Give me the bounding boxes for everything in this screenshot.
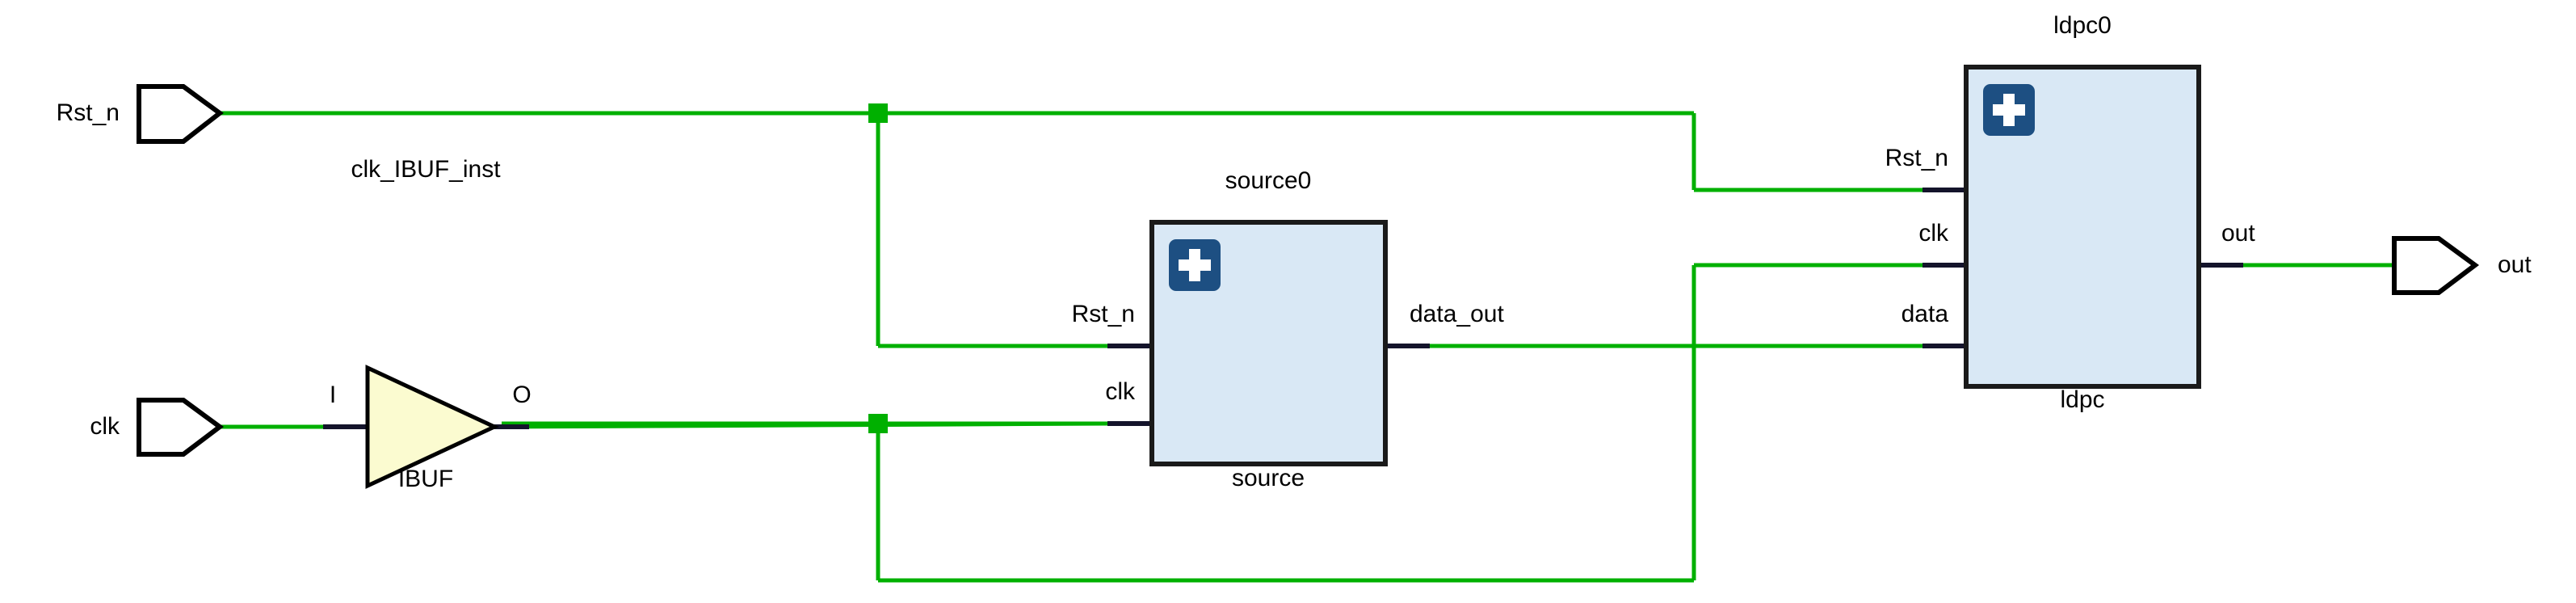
junction-clk: [868, 414, 888, 433]
net-rst-n-wires[interactable]: [220, 111, 1966, 348]
ibuf-input-pin-label: I: [329, 382, 337, 408]
clk-input-port-shape[interactable]: [137, 398, 225, 457]
clk-input-port-label: clk: [90, 413, 120, 440]
ldpc0-out-pin-label: out: [2221, 220, 2255, 247]
ldpc0-type-label: ldpc: [2060, 386, 2105, 413]
ibuf-output-pin-label: O: [512, 382, 532, 408]
ibuf-type-label: IBUF: [397, 466, 454, 492]
ibuf-triangle-shape[interactable]: [365, 365, 499, 489]
ldpc0-plus-badge-icon: [1983, 84, 2035, 136]
ldpc0-clk-pin-label: clk: [1918, 220, 1948, 247]
ldpc0-data-pin-label: data: [1901, 301, 1948, 327]
out-output-port-label: out: [2498, 251, 2532, 278]
ldpc0-block[interactable]: [1923, 65, 2243, 389]
rst-n-input-port-shape[interactable]: [137, 84, 224, 144]
ldpc0-instance-label: ldpc0: [2053, 12, 2112, 39]
source0-instance-label: source0: [1225, 167, 1312, 194]
source0-clk-pin-label: clk: [1105, 378, 1135, 405]
ibuf-instance-label: clk_IBUF_inst: [351, 156, 501, 183]
source0-rst-n-pin-label: Rst_n: [1071, 301, 1135, 327]
junction-rst-n: [868, 103, 888, 123]
source0-plus-badge-icon: [1169, 239, 1221, 291]
source0-block[interactable]: [1107, 220, 1430, 466]
source0-data-out-pin-label: data_out: [1410, 301, 1504, 327]
source0-type-label: source: [1231, 465, 1305, 491]
clk-ibuf-inst-symbol[interactable]: [323, 365, 529, 489]
out-output-port-shape[interactable]: [2392, 236, 2480, 295]
ldpc0-rst-n-pin-label: Rst_n: [1885, 145, 1948, 171]
net-clk-wires[interactable]: [220, 263, 1966, 583]
rst-n-input-port-label: Rst_n: [56, 99, 120, 126]
